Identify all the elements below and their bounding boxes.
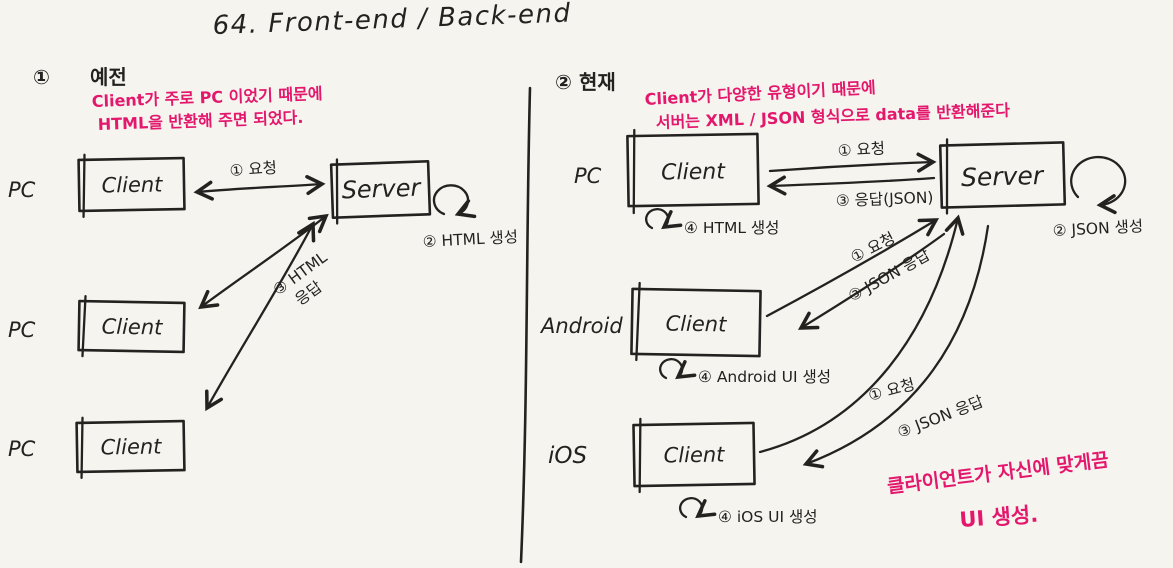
box-left-edge xyxy=(335,158,339,225)
client-box xyxy=(77,299,186,354)
present-pc-client-box: Client xyxy=(626,128,760,215)
past-client-box-2: Client xyxy=(77,295,186,358)
section-divider xyxy=(519,86,532,564)
present-pc-render-loop-icon xyxy=(645,208,683,230)
client-box-label: Client xyxy=(661,159,726,185)
present-ios-render-loop-label: ④ iOS UI 생성 xyxy=(718,508,817,526)
client-box-label: Client xyxy=(101,314,163,339)
present-footnote-line2: UI 생성. xyxy=(959,503,1039,532)
client-box xyxy=(626,132,760,208)
client-box-label: Client xyxy=(665,311,727,336)
present-ios-client-box: Client xyxy=(632,417,756,494)
present-pc-request-arrow xyxy=(768,152,937,173)
box-left-edge xyxy=(638,417,642,494)
client-box xyxy=(77,156,186,213)
present-note-line1: Client가 다양한 유형이기 때문에 xyxy=(644,78,876,109)
present-pc-response-arrow xyxy=(766,175,936,196)
present-android-render-loop-label: ④ Android UI 생성 xyxy=(698,368,831,386)
past-client-box-1: Client xyxy=(77,153,186,218)
present-server-loop-label: ② JSON 생성 xyxy=(1052,217,1143,240)
present-ios-response-arrow xyxy=(802,224,990,469)
past-request-arrow xyxy=(193,175,326,201)
present-android-response-arrow xyxy=(797,232,946,330)
present-section-number: ② xyxy=(555,70,572,94)
present-section: ② 현재 Client가 다양한 유형이기 때문에 서버는 XML / JSON… xyxy=(539,70,1144,532)
box-left-edge xyxy=(632,128,636,215)
past-platform-label-3: PC xyxy=(8,437,36,461)
past-server-loop-icon xyxy=(432,184,477,219)
client-box xyxy=(630,287,762,358)
past-server-loop-label: ② HTML 생성 xyxy=(422,228,518,251)
past-client-box-3: Client xyxy=(75,416,186,480)
client-box xyxy=(75,419,186,474)
past-section: ① 예전 Client가 주로 PC 이었기 때문에 HTML을 반환해 주면 … xyxy=(8,65,518,480)
server-box-label: Server xyxy=(341,174,423,205)
present-pc-response-label: ③ 응답(JSON) xyxy=(836,189,934,210)
present-server-loop-icon xyxy=(1070,155,1127,215)
present-android-render-loop-icon xyxy=(659,358,697,380)
client-box-label: Client xyxy=(663,442,725,467)
client-box-label: Client xyxy=(101,172,163,197)
past-platform-label-2: PC xyxy=(8,318,36,342)
present-android-request-arrow xyxy=(765,218,940,318)
present-ios-platform-label: iOS xyxy=(548,443,587,469)
present-ios-render-loop-icon xyxy=(679,497,717,519)
past-platform-label-1: PC xyxy=(8,178,36,202)
present-android-client-box: Client xyxy=(630,281,762,362)
client-box xyxy=(632,421,756,488)
box-left-edge xyxy=(81,295,87,358)
past-response-label: ③ HTML 응답 xyxy=(270,248,331,309)
server-box-label: Server xyxy=(961,161,1045,192)
past-note-line2: HTML을 반환해 주면 되었다. xyxy=(97,108,303,134)
server-box xyxy=(938,141,1067,209)
present-pc-render-loop-label: ④ HTML 생성 xyxy=(684,219,779,237)
past-response-arrow-2 xyxy=(205,220,316,412)
present-pc-platform-label: PC xyxy=(574,164,602,188)
box-left-edge xyxy=(80,416,84,480)
present-android-platform-label: Android xyxy=(539,314,623,338)
present-android-request-label: ① 요청 xyxy=(848,229,898,267)
present-footnote-line1: 클라이언트가 자신에 맞게끔 xyxy=(886,449,1110,498)
present-ios-request-label: ① 요청 xyxy=(866,375,916,405)
past-section-number: ① xyxy=(33,65,50,89)
page-title: 64. Front-end / Back-end xyxy=(212,0,572,41)
present-server-box: Server xyxy=(938,138,1067,215)
box-left-edge xyxy=(82,153,86,218)
present-pc-request-label: ① 요청 xyxy=(837,140,885,160)
present-section-heading: 현재 xyxy=(579,70,616,94)
past-section-heading: 예전 xyxy=(90,65,127,89)
box-left-edge xyxy=(635,281,641,362)
client-box-label: Client xyxy=(100,434,162,459)
past-server-box: Server xyxy=(329,158,432,225)
box-left-edge xyxy=(945,138,949,215)
server-box xyxy=(329,160,432,219)
present-ios-request-arrow xyxy=(758,214,965,454)
past-request-label: ① 요청 xyxy=(229,159,277,180)
